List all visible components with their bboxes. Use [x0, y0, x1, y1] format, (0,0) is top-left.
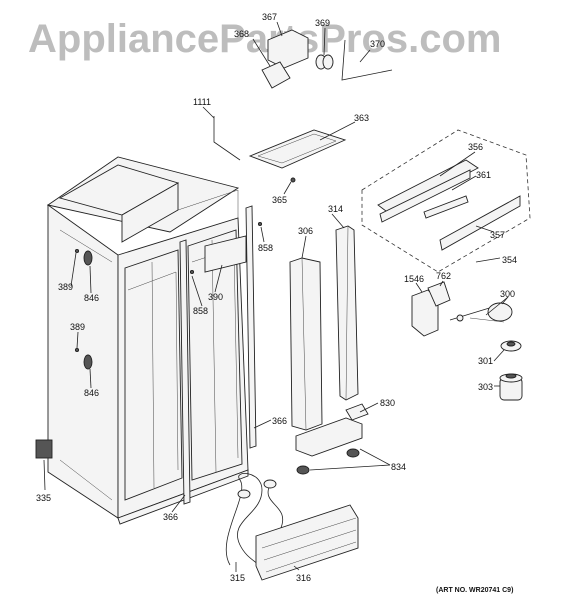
callout-367: 367 [262, 12, 277, 22]
callout-301: 301 [478, 356, 493, 366]
cabinet-hardware [35, 221, 263, 459]
callout-314: 314 [328, 204, 343, 214]
callout-363: 363 [354, 113, 369, 123]
watermark: AppliancePartsPros.com [28, 17, 502, 61]
callout-389-lower: 389 [70, 322, 85, 332]
callout-858-left: 858 [193, 306, 208, 316]
plate-390 [204, 235, 247, 273]
foot-834-a [296, 465, 310, 475]
cover-357 [439, 195, 521, 251]
leader-lines [43, 21, 509, 572]
callout-834: 834 [391, 462, 406, 472]
callout-354: 354 [502, 255, 517, 265]
mullion-columns [289, 225, 369, 475]
foot-834-b [346, 448, 360, 458]
screw-389-upper [74, 248, 80, 254]
callout-303: 303 [478, 382, 493, 392]
motor-300 [487, 302, 513, 322]
art-number: (ART NO. WR20741 C9) [436, 587, 513, 594]
hinge-cover-upper [83, 250, 93, 266]
bottom-parts [225, 473, 359, 581]
part-762 [427, 281, 451, 307]
refrigerator-cabinet [46, 156, 249, 525]
hinge-cover-lower [83, 354, 93, 370]
callout-labels: 367 368 369 370 1111 363 365 356 361 357… [36, 12, 517, 583]
callout-369: 369 [315, 18, 330, 28]
callout-335: 335 [36, 493, 51, 503]
control-assembly-354 [361, 129, 531, 273]
callout-306: 306 [298, 226, 313, 236]
callout-1546: 1546 [404, 274, 424, 284]
callout-361: 361 [476, 170, 491, 180]
callout-315: 315 [230, 573, 245, 583]
callout-846-lower: 846 [84, 388, 99, 398]
housing-356 [377, 159, 479, 215]
callout-356: 356 [468, 142, 483, 152]
screw-858-b [257, 221, 263, 227]
callout-1111: 1111 [193, 97, 211, 107]
screw-858-a [189, 269, 195, 275]
callout-300: 300 [500, 289, 515, 299]
callout-389-upper: 389 [58, 282, 73, 292]
callout-357: 357 [490, 230, 505, 240]
dispenser-parts [411, 281, 523, 401]
callout-762: 762 [436, 271, 451, 281]
callout-830: 830 [380, 398, 395, 408]
strip-366-right [245, 205, 257, 449]
callout-846-upper: 846 [84, 293, 99, 303]
callout-365: 365 [272, 195, 287, 205]
part-1546 [411, 289, 439, 337]
grille-316 [255, 504, 359, 581]
screw-389-lower [74, 347, 80, 353]
callout-316: 316 [296, 573, 311, 583]
column-306 [289, 257, 323, 431]
bracket-830 [295, 417, 363, 457]
board-361 [423, 195, 469, 219]
mullion-strips [179, 205, 257, 505]
callout-368: 368 [234, 29, 249, 39]
callout-858-right: 858 [258, 243, 273, 253]
callout-390: 390 [208, 292, 223, 302]
callout-366-lower: 366 [163, 512, 178, 522]
strip-366-left [179, 239, 191, 505]
callout-366-upper: 366 [272, 416, 287, 426]
grille-335 [35, 439, 53, 459]
callout-370: 370 [370, 39, 385, 49]
